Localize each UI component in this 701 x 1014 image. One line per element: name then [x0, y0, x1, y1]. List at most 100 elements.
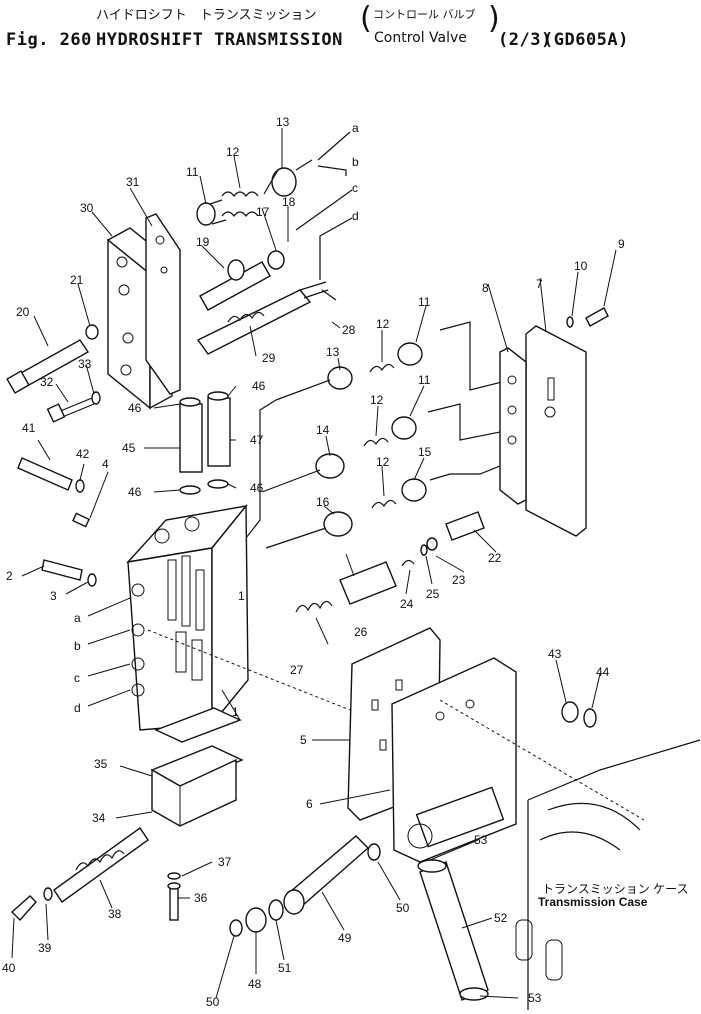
gasket-8	[499, 347, 527, 505]
callout-9: 9	[618, 237, 625, 251]
case-label-en: Transmission Case	[538, 895, 648, 909]
callout-13b: 13	[326, 345, 340, 359]
guide-line-2	[147, 629, 351, 711]
callout-30: 30	[80, 201, 94, 215]
case-label-jp: トランスミッション ケース	[542, 882, 689, 896]
port-b-body: b	[74, 639, 81, 653]
callout-37: 37	[218, 855, 232, 869]
callout-50a: 50	[206, 995, 220, 1009]
shaft-49	[283, 835, 370, 915]
callout-11a: 11	[186, 165, 199, 179]
callout-18: 18	[282, 195, 296, 209]
callout-8: 8	[482, 281, 489, 295]
callout-22: 22	[488, 551, 502, 565]
callout-52: 52	[494, 911, 508, 925]
callout-44: 44	[596, 665, 610, 679]
oring-50-upper	[367, 843, 381, 861]
callout-14: 14	[316, 423, 330, 437]
port-d-top: d	[352, 209, 359, 223]
spool-middle	[245, 321, 511, 549]
bolt-41	[17, 457, 85, 493]
callout-1: 1	[238, 589, 245, 603]
callout-12d: 12	[376, 455, 390, 469]
model-number: (GD605A)	[543, 30, 629, 50]
callout-38: 38	[108, 907, 122, 921]
callout-12a: 12	[226, 145, 240, 159]
leader-lines	[11, 128, 617, 999]
spool-upper	[196, 159, 313, 226]
callout-51: 51	[278, 961, 292, 975]
block-34-35	[150, 707, 244, 827]
callout-39: 39	[38, 941, 52, 955]
callout-12c: 12	[370, 393, 384, 407]
spool-19	[199, 250, 285, 311]
shaft-52	[417, 859, 489, 1001]
cover-6	[391, 657, 517, 863]
port-c-body: c	[74, 671, 80, 685]
callout-50b: 50	[396, 901, 410, 915]
callout-26: 26	[354, 625, 368, 639]
open-paren: (	[360, 1, 372, 36]
port-a-body: a	[74, 611, 81, 625]
plug-4	[72, 512, 90, 528]
callout-19: 19	[196, 235, 210, 249]
callout-20: 20	[16, 305, 30, 319]
callout-36: 36	[194, 891, 208, 905]
callout-42: 42	[76, 447, 90, 461]
ring-51	[268, 899, 284, 921]
figure-number: Fig. 260	[6, 30, 92, 50]
callout-2: 2	[6, 569, 13, 583]
callout-4: 4	[102, 457, 109, 471]
callout-35: 35	[94, 757, 108, 771]
japanese-subtitle: コントロール バルブ	[373, 8, 476, 21]
callout-31: 31	[126, 175, 140, 189]
callout-48: 48	[248, 977, 262, 991]
spool-38	[43, 827, 149, 903]
callout-46d: 46	[250, 481, 264, 495]
callout-29: 29	[262, 351, 276, 365]
gasket-plate	[145, 213, 181, 395]
port-c-top: c	[352, 181, 358, 195]
callout-45: 45	[122, 441, 136, 455]
piston-group	[295, 511, 485, 613]
callout-46c: 46	[128, 485, 142, 499]
callout-13a: 13	[276, 115, 290, 129]
callout-46b: 46	[252, 379, 266, 393]
callout-5: 5	[300, 733, 307, 747]
callout-10: 10	[574, 259, 588, 273]
callout-23: 23	[452, 573, 466, 587]
spool-29	[196, 281, 329, 355]
callout-1b: 1	[232, 705, 239, 719]
callout-53a: 53	[474, 833, 488, 847]
callout-49: 49	[338, 931, 352, 945]
pin-28	[321, 289, 337, 301]
figure-title: HYDROSHIFT TRANSMISSION	[96, 30, 343, 50]
end-plate-7	[525, 325, 587, 537]
screw-9	[566, 307, 609, 328]
callout-17: 17	[256, 205, 270, 219]
callout-34: 34	[92, 811, 106, 825]
sleeves	[179, 391, 231, 495]
callout-numbers: 1 1 2 3 4 5 6 7 8 9 10 11 11 11 12 12 12…	[2, 115, 625, 1009]
figure-header: ハイドロシフト トランスミッション ( コントロール バルブ ) Fig. 26…	[0, 0, 701, 62]
callout-15: 15	[418, 445, 432, 459]
callout-41: 41	[22, 421, 36, 435]
bolt-36	[167, 872, 181, 921]
transmission-case	[515, 739, 701, 1010]
pin-40	[10, 895, 37, 922]
port-b-top: b	[352, 155, 359, 169]
callout-11b: 11	[418, 295, 431, 309]
callout-32: 32	[40, 375, 54, 389]
port-d-body: d	[74, 701, 81, 715]
valve-body	[126, 504, 249, 731]
connection-lines	[295, 131, 353, 280]
callout-27: 27	[290, 663, 304, 677]
callout-24: 24	[400, 597, 414, 611]
callout-47: 47	[250, 433, 264, 447]
callout-53b: 53	[528, 991, 542, 1005]
figure-subtitle: Control Valve	[374, 30, 467, 46]
oring-50-lower	[229, 919, 243, 937]
callout-6: 6	[306, 797, 313, 811]
